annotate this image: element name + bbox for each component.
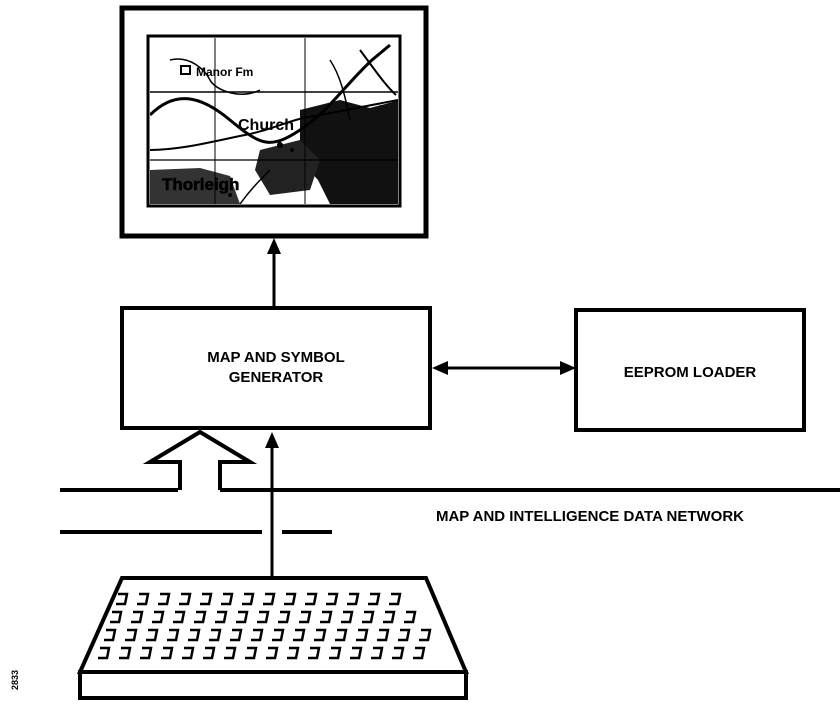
keyboard-key bbox=[341, 610, 354, 624]
keyboard-key bbox=[350, 646, 363, 660]
keyboard-key bbox=[293, 628, 306, 642]
generator-label-line2: GENERATOR bbox=[229, 369, 324, 386]
generator-label-line1: MAP AND SYMBOL bbox=[207, 349, 345, 366]
keyboard-key bbox=[203, 646, 216, 660]
keyboard-key bbox=[230, 628, 243, 642]
keyboard-key bbox=[167, 628, 180, 642]
map-label-thorleigh: Thorleigh bbox=[162, 175, 239, 194]
keyboard-key bbox=[347, 592, 360, 606]
keyboard bbox=[76, 576, 470, 700]
keyboard-key bbox=[161, 646, 174, 660]
keyboard-key bbox=[245, 646, 258, 660]
network-label: MAP AND INTELLIGENCE DATA NETWORK bbox=[436, 508, 744, 525]
map-label-manor: Manor Fm bbox=[196, 65, 253, 79]
keyboard-key bbox=[182, 646, 195, 660]
keyboard-key bbox=[284, 592, 297, 606]
keyboard-key bbox=[326, 592, 339, 606]
keyboard-key bbox=[392, 646, 405, 660]
keyboard-key bbox=[110, 610, 123, 624]
keyboard-key bbox=[371, 646, 384, 660]
keyboard-key bbox=[320, 610, 333, 624]
keyboard-key bbox=[116, 592, 129, 606]
keyboard-key bbox=[119, 646, 132, 660]
data-network-bus: MAP AND INTELLIGENCE DATA NETWORK bbox=[60, 488, 840, 534]
keyboard-key bbox=[188, 628, 201, 642]
keyboard-key bbox=[221, 592, 234, 606]
map-display: Manor Fm Church Thorleigh bbox=[150, 38, 398, 204]
keyboard-key bbox=[209, 628, 222, 642]
keyboard-key bbox=[305, 592, 318, 606]
keyboard-key bbox=[398, 628, 411, 642]
eeprom-loader-label: EEPROM LOADER bbox=[624, 364, 757, 381]
keyboard-key bbox=[362, 610, 375, 624]
keyboard-key bbox=[356, 628, 369, 642]
keyboard-key bbox=[251, 628, 264, 642]
keyboard-key bbox=[287, 646, 300, 660]
keyboard-key bbox=[278, 610, 291, 624]
keyboard-key bbox=[158, 592, 171, 606]
keyboard-key bbox=[179, 592, 192, 606]
keyboard-key bbox=[404, 610, 417, 624]
map-symbol-generator-block: MAP AND SYMBOL GENERATOR bbox=[120, 306, 432, 430]
arrow-keyboard-to-generator bbox=[265, 432, 279, 578]
keyboard-key bbox=[140, 646, 153, 660]
keyboard-key bbox=[299, 610, 312, 624]
keyboard-key bbox=[335, 628, 348, 642]
keyboard-keys bbox=[98, 592, 432, 660]
keyboard-key bbox=[224, 646, 237, 660]
keyboard-key bbox=[413, 646, 426, 660]
keyboard-key bbox=[194, 610, 207, 624]
keyboard-key bbox=[383, 610, 396, 624]
figure-id: 2833 bbox=[10, 670, 20, 690]
keyboard-key bbox=[104, 628, 117, 642]
keyboard-key bbox=[215, 610, 228, 624]
keyboard-key bbox=[419, 628, 432, 642]
keyboard-key bbox=[152, 610, 165, 624]
keyboard-key bbox=[242, 592, 255, 606]
keyboard-key bbox=[236, 610, 249, 624]
keyboard-key bbox=[131, 610, 144, 624]
keyboard-key bbox=[308, 646, 321, 660]
keyboard-key bbox=[98, 646, 111, 660]
keyboard-key bbox=[368, 592, 381, 606]
keyboard-key bbox=[377, 628, 390, 642]
keyboard-key bbox=[266, 646, 279, 660]
keyboard-key bbox=[263, 592, 276, 606]
keyboard-key bbox=[314, 628, 327, 642]
keyboard-key bbox=[173, 610, 186, 624]
keyboard-key bbox=[200, 592, 213, 606]
keyboard-key bbox=[389, 592, 402, 606]
keyboard-key bbox=[146, 628, 159, 642]
arrow-generator-eeprom bbox=[432, 361, 576, 375]
keyboard-key bbox=[272, 628, 285, 642]
keyboard-key bbox=[329, 646, 342, 660]
eeprom-loader-block: EEPROM LOADER bbox=[574, 308, 806, 432]
keyboard-key bbox=[257, 610, 270, 624]
map-label-church: Church bbox=[238, 117, 294, 134]
keyboard-key bbox=[125, 628, 138, 642]
hollow-arrow-network-to-generator bbox=[142, 429, 258, 490]
arrow-generator-to-display bbox=[267, 238, 281, 308]
keyboard-key bbox=[137, 592, 150, 606]
